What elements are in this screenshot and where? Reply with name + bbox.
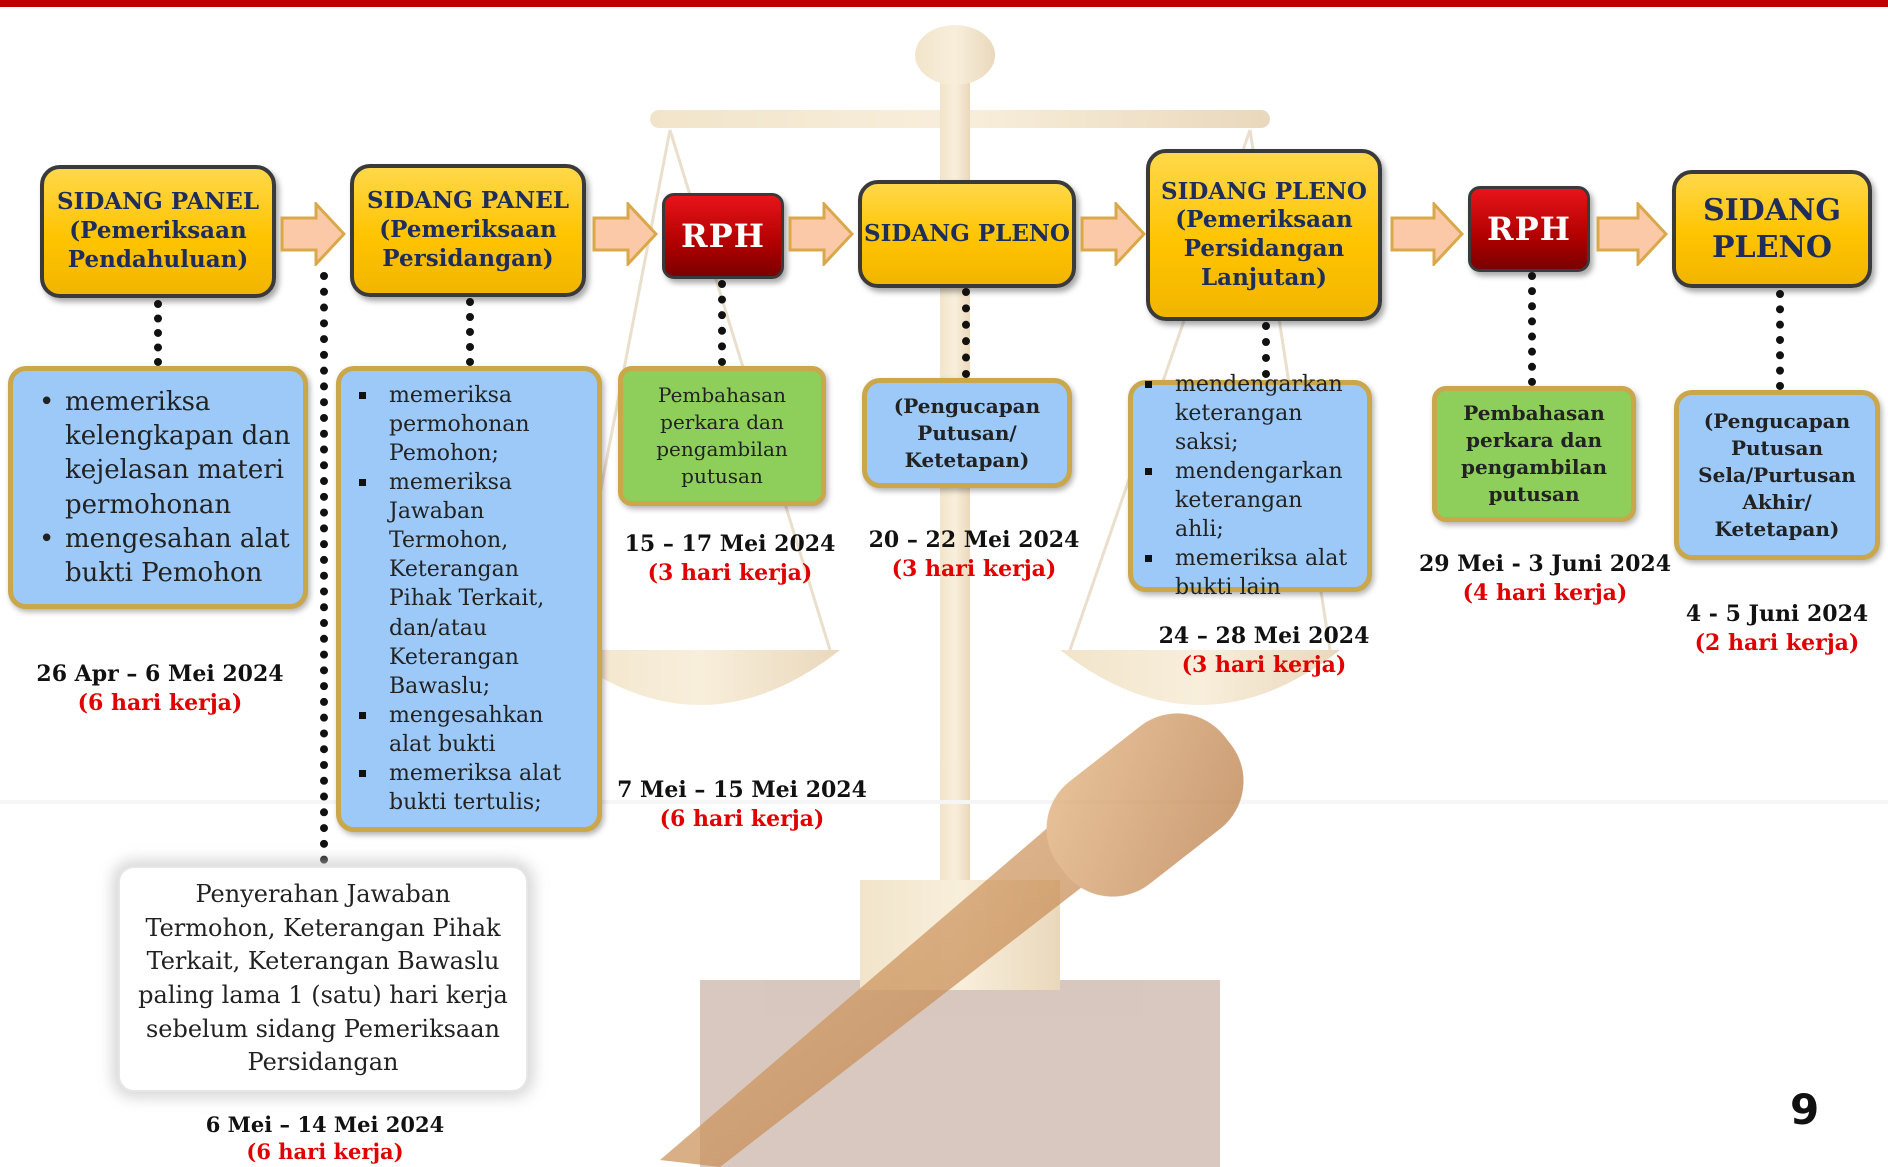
connector-6 xyxy=(1528,272,1536,386)
connector-2 xyxy=(466,298,474,366)
arrow-right-icon xyxy=(280,202,346,266)
arrow-right-icon xyxy=(788,202,854,266)
stage-sidang-pleno-1: SIDANG PLENO xyxy=(858,180,1076,288)
detail-rph-2: Pembahasan perkara dan pengambilan putus… xyxy=(1432,386,1636,522)
date-rph-1: 15 – 17 Mei 2024 (3 hari kerja) xyxy=(624,531,836,586)
stage-sidang-pleno-lanjutan: SIDANG PLENO (Pemeriksaan Persidangan La… xyxy=(1146,149,1382,321)
connector-5 xyxy=(1262,322,1270,378)
date-pleno-1: 20 – 22 Mei 2024 (3 hari kerja) xyxy=(868,527,1080,582)
stage-rph-1: RPH xyxy=(662,193,784,279)
date-persidangan: 7 Mei – 15 Mei 2024 (6 hari kerja) xyxy=(617,777,867,832)
detail-rph-1: Pembahasan perkara dan pengambilan putus… xyxy=(618,366,826,506)
date-rph-2: 29 Mei - 3 Juni 2024 (4 hari kerja) xyxy=(1418,551,1672,606)
date-pleno-2: 4 - 5 Juni 2024 (2 hari kerja) xyxy=(1685,601,1869,656)
detail-list: mendengarkan keterangan saksi; mendengar… xyxy=(1137,370,1357,602)
detail-pengucapan-2: (Pengucapan Putusan Sela/Purtusan Akhir/… xyxy=(1674,390,1880,560)
connector-3 xyxy=(718,280,726,366)
stage-sidang-panel-persidangan: SIDANG PANEL (Pemeriksaan Persidangan) xyxy=(350,164,586,297)
detail-list: memeriksa kelengkapan dan kejelasan mate… xyxy=(35,385,291,591)
arrow-right-icon xyxy=(592,202,658,266)
detail-pleno-lanjutan: mendengarkan keterangan saksi; mendengar… xyxy=(1128,372,1372,600)
note-penyerahan-jawaban: Penyerahan Jawaban Termohon, Keterangan … xyxy=(118,866,528,1092)
connector-4 xyxy=(962,288,970,378)
connector-7 xyxy=(1776,290,1784,390)
arrow-right-icon xyxy=(1390,202,1464,266)
detail-persidangan: memeriksa permohonan Pemohon; memeriksa … xyxy=(336,366,602,832)
connector-note xyxy=(320,272,328,864)
stage-sidang-pleno-2: SIDANG PLENO xyxy=(1672,170,1872,288)
stage-sidang-panel-pendahuluan: SIDANG PANEL (Pemeriksaan Pendahuluan) xyxy=(40,165,276,298)
top-red-bar xyxy=(0,0,1888,7)
arrow-right-icon xyxy=(1080,202,1146,266)
date-penyerahan: 6 Mei – 14 Mei 2024 (6 hari kerja) xyxy=(205,1112,445,1164)
detail-pendahuluan: memeriksa kelengkapan dan kejelasan mate… xyxy=(8,366,308,609)
stage-rph-2: RPH xyxy=(1468,186,1590,272)
arrow-right-icon xyxy=(1596,202,1668,266)
page-number: 9 xyxy=(1790,1085,1820,1134)
detail-list: memeriksa permohonan Pemohon; memeriksa … xyxy=(351,381,587,816)
date-pleno-lanjutan: 24 – 28 Mei 2024 (3 hari kerja) xyxy=(1158,623,1370,678)
detail-pengucapan-1: (Pengucapan Putusan/ Ketetapan) xyxy=(862,378,1072,488)
date-pendahuluan: 26 Apr – 6 Mei 2024 (6 hari kerja) xyxy=(36,661,284,716)
connector-1 xyxy=(154,300,162,366)
